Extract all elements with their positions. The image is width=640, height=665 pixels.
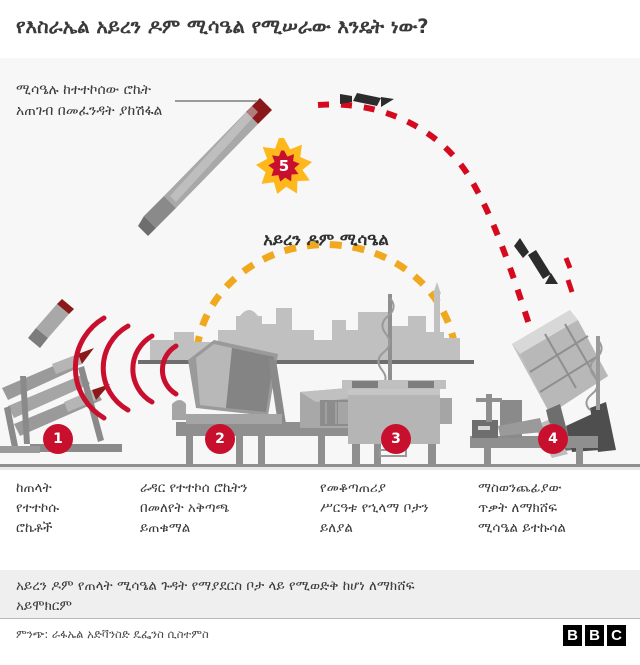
footnote-line-1: አይረን ዶም የጠላት ሚሳዔል ጉዳት የማያደርስ ቦታ ላይ የሚወድቅ… — [16, 578, 415, 594]
caption-2-line-1: ራዳር የተተኮሰ ሮኬትን — [140, 480, 248, 496]
ground-band — [0, 467, 640, 470]
caption-control-center: የመቆጣጠሪያ ሥርዓቱ የኂላማ ቦታን ይለያል — [320, 478, 470, 538]
caption-1-line-3: ሮኬቶች — [16, 520, 53, 536]
footnote-band: አይረን ዶም የጠላት ሚሳዔል ጉዳት የማያደርስ ቦታ ላይ የሚወድቅ… — [0, 570, 640, 618]
illustration-stage: 5 ሚሳዔሉ ከተተኮሰው ሮኬት አጠገብ በመፈንዳት ያከሽፋል አይረን… — [0, 58, 640, 470]
caption-1-line-1: ከጠላት — [16, 480, 52, 496]
bbc-letter-b1: B — [563, 625, 582, 646]
badge-control-center: 3 — [381, 424, 411, 454]
callout-leader-line — [175, 100, 257, 102]
source-text: ምንጭ: ራፋኤል አድቫንስድ ዴፌንስ ሲስተምስ — [16, 627, 209, 641]
captions-row: ከጠላት የተተኮሱ ሮኬቶች ራዳር የተተኮሰ ሮኬትን በመለየት አቅጣ… — [0, 478, 640, 564]
caption-4-line-3: ሚሳዔል ይተኩሳል — [478, 520, 566, 536]
callout-line-1: ሚሳዔሉ ከተተኮሰው ሮኬት — [16, 82, 152, 98]
caption-2-line-3: ይጠቁማል — [140, 520, 191, 536]
illustration-svg — [0, 93, 616, 464]
interceptor-launcher-graphic — [470, 257, 616, 464]
bbc-logo: B B C — [563, 625, 626, 646]
explosion-badge-number: 5 — [278, 157, 290, 175]
incoming-rocket-upper — [340, 93, 394, 107]
ground-line — [0, 464, 640, 467]
bbc-letter-b2: B — [585, 625, 604, 646]
badge-enemy-rocket-launcher: 1 — [43, 424, 73, 454]
incoming-rocket-trajectory — [317, 101, 543, 359]
radar-waves — [72, 315, 179, 421]
footer-divider — [0, 618, 640, 619]
page-title: የእስራኤል አይረን ዶም ሚሳዔል የሚሠራው እንዴት ነው? — [16, 15, 429, 38]
caption-launcher: ማስወንጨፊያው ጥቃት ለማክሸፍ ሚሳዔል ይተኩሳል — [478, 478, 638, 538]
caption-enemy-rockets: ከጠላት የተተኮሱ ሮኬቶች — [16, 478, 136, 538]
bbc-letter-c: C — [607, 625, 626, 646]
callout-text: ሚሳዔሉ ከተተኮሰው ሮኬት አጠገብ በመፈንዳት ያከሽፋል — [16, 80, 246, 122]
dome-label: አይረን ዶም ሚሳዔል — [263, 230, 389, 249]
callout-line-2: አጠገብ በመፈንዳት ያከሽፋል — [16, 103, 163, 119]
city-skyline — [150, 282, 460, 362]
badge-interceptor-launcher: 4 — [538, 424, 568, 454]
caption-4-line-1: ማስወንጨፊያው — [478, 480, 562, 496]
caption-3-line-2: ሥርዓቱ የኂላማ ቦታን — [320, 500, 429, 516]
control-center-graphic — [338, 294, 452, 464]
incoming-rocket-lower — [514, 238, 558, 284]
skyline-baseline — [138, 360, 474, 364]
caption-radar: ራዳር የተተኮሰ ሮኬትን በመለየት አቅጣጫ ይጠቁማል — [140, 478, 305, 538]
footnote-line-2: አይሞክርም — [16, 598, 72, 614]
caption-2-line-2: በመለየት አቅጣጫ — [140, 500, 230, 516]
badge-radar-unit: 2 — [205, 424, 235, 454]
explosion-burst: 5 — [256, 138, 312, 194]
caption-4-line-2: ጥቃት ለማክሸፍ — [478, 500, 558, 516]
caption-3-line-1: የመቆጣጠሪያ — [320, 480, 386, 496]
interceptor-missile-in-flight — [138, 98, 272, 236]
footnote-text: አይረን ዶም የጠላት ሚሳዔል ጉዳት የማያደርስ ቦታ ላይ የሚወድቅ… — [16, 576, 624, 616]
caption-3-line-3: ይለያል — [320, 520, 353, 536]
caption-1-line-2: የተተኮሱ — [16, 500, 60, 516]
